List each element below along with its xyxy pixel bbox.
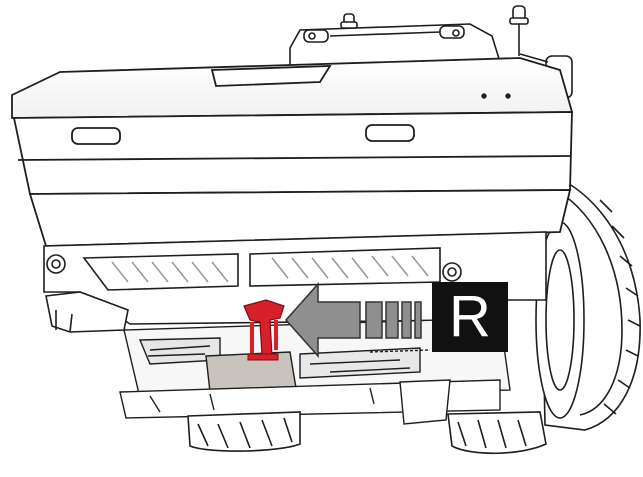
tractor-cab bbox=[289, 23, 502, 67]
beacon-light-left bbox=[340, 13, 358, 29]
rear-tyre-right bbox=[535, 168, 641, 431]
beacon-light-right bbox=[509, 5, 529, 56]
hopper bbox=[11, 57, 574, 247]
left-arrow-icon bbox=[284, 282, 422, 358]
rear-tyre-left-lower bbox=[187, 411, 301, 452]
spreader-disc-assembly bbox=[119, 317, 511, 425]
red-lever-linkage bbox=[243, 299, 285, 357]
callout-label-r: R bbox=[432, 282, 508, 352]
rear-tyre-right-lower bbox=[447, 411, 547, 455]
highlighted-component bbox=[243, 299, 285, 361]
